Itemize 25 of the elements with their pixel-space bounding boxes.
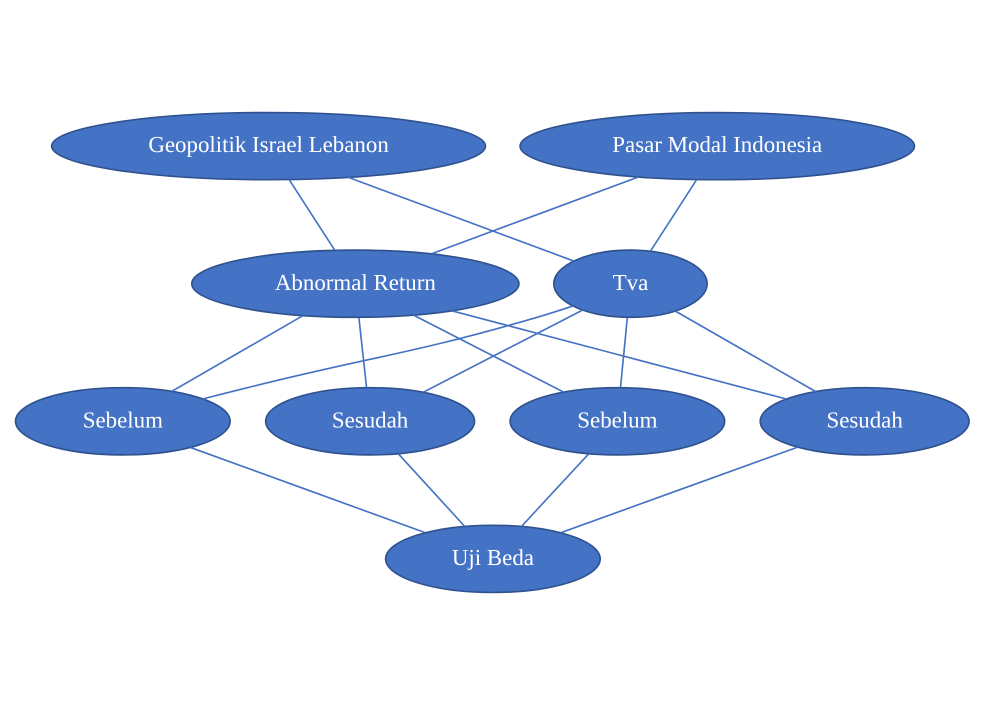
connector — [288, 178, 336, 250]
node-ellipse: Geopolitik Israel Lebanon — [50, 111, 486, 180]
node-ellipse: Sebelum — [14, 386, 231, 456]
connector — [190, 446, 426, 533]
node-ellipse: Sesudah — [759, 386, 970, 456]
connector — [398, 453, 466, 526]
connector — [650, 178, 698, 251]
node-ellipse: Abnormal Return — [190, 248, 520, 318]
node-ellipse: Uji Beda — [384, 524, 602, 593]
connector — [431, 176, 639, 254]
connector — [423, 308, 584, 392]
connector — [620, 317, 628, 388]
connector — [521, 453, 590, 526]
node-ellipse: Sebelum — [509, 386, 726, 456]
connector — [202, 304, 574, 400]
connector — [675, 310, 816, 392]
connector — [413, 314, 564, 392]
node-ellipse: Sesudah — [264, 386, 476, 456]
connector — [560, 446, 798, 533]
connector — [358, 317, 368, 388]
connector — [348, 176, 574, 262]
node-ellipse: Tva — [552, 248, 708, 318]
node-ellipse: Pasar Modal Indonesia — [519, 111, 916, 180]
connector — [452, 310, 787, 400]
connector — [172, 314, 303, 392]
